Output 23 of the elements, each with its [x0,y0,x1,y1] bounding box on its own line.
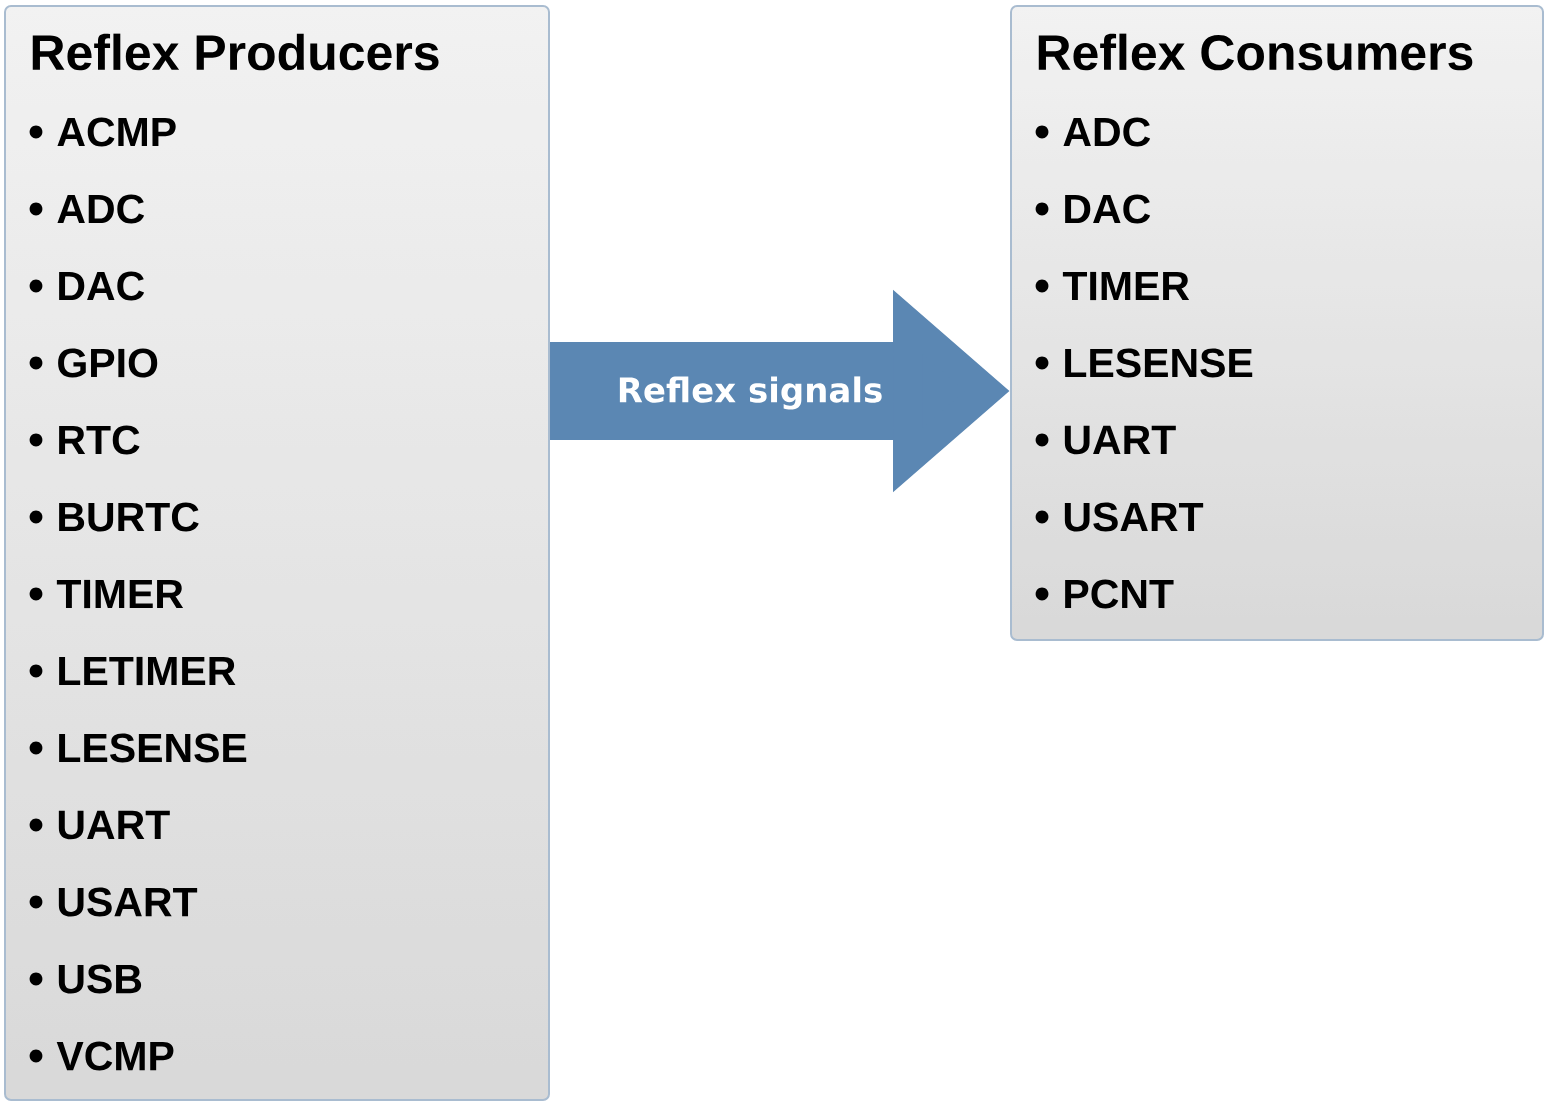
list-item: UART [58,810,170,840]
list-item: TIMER [1062,271,1190,301]
heading: Reflex Consumers [1038,33,1473,71]
list-item: LESENSE [59,733,247,763]
list-item: LESENSE [1065,348,1253,378]
list-item: ADC [57,194,145,224]
list-item: TIMER [56,579,184,609]
edge-label: Reflex signals [619,376,882,410]
list-item: USB [58,964,142,994]
list-item: BURTC [59,502,199,532]
list-item: LETIMER [59,656,236,686]
list-item: ADC [1063,117,1151,147]
list-item: USART [1064,502,1204,532]
list-item: PCNT [1065,579,1174,609]
list-item: VCMP [56,1041,174,1071]
list-item: ACMP [57,117,176,147]
list-item: RTC [59,425,140,455]
list-item: DAC [1065,194,1151,224]
list-item: GPIO [58,348,158,378]
list-item: USART [58,887,198,917]
list-item: DAC [59,271,145,301]
list-item: UART [1064,425,1176,455]
heading: Reflex Producers [32,33,439,71]
